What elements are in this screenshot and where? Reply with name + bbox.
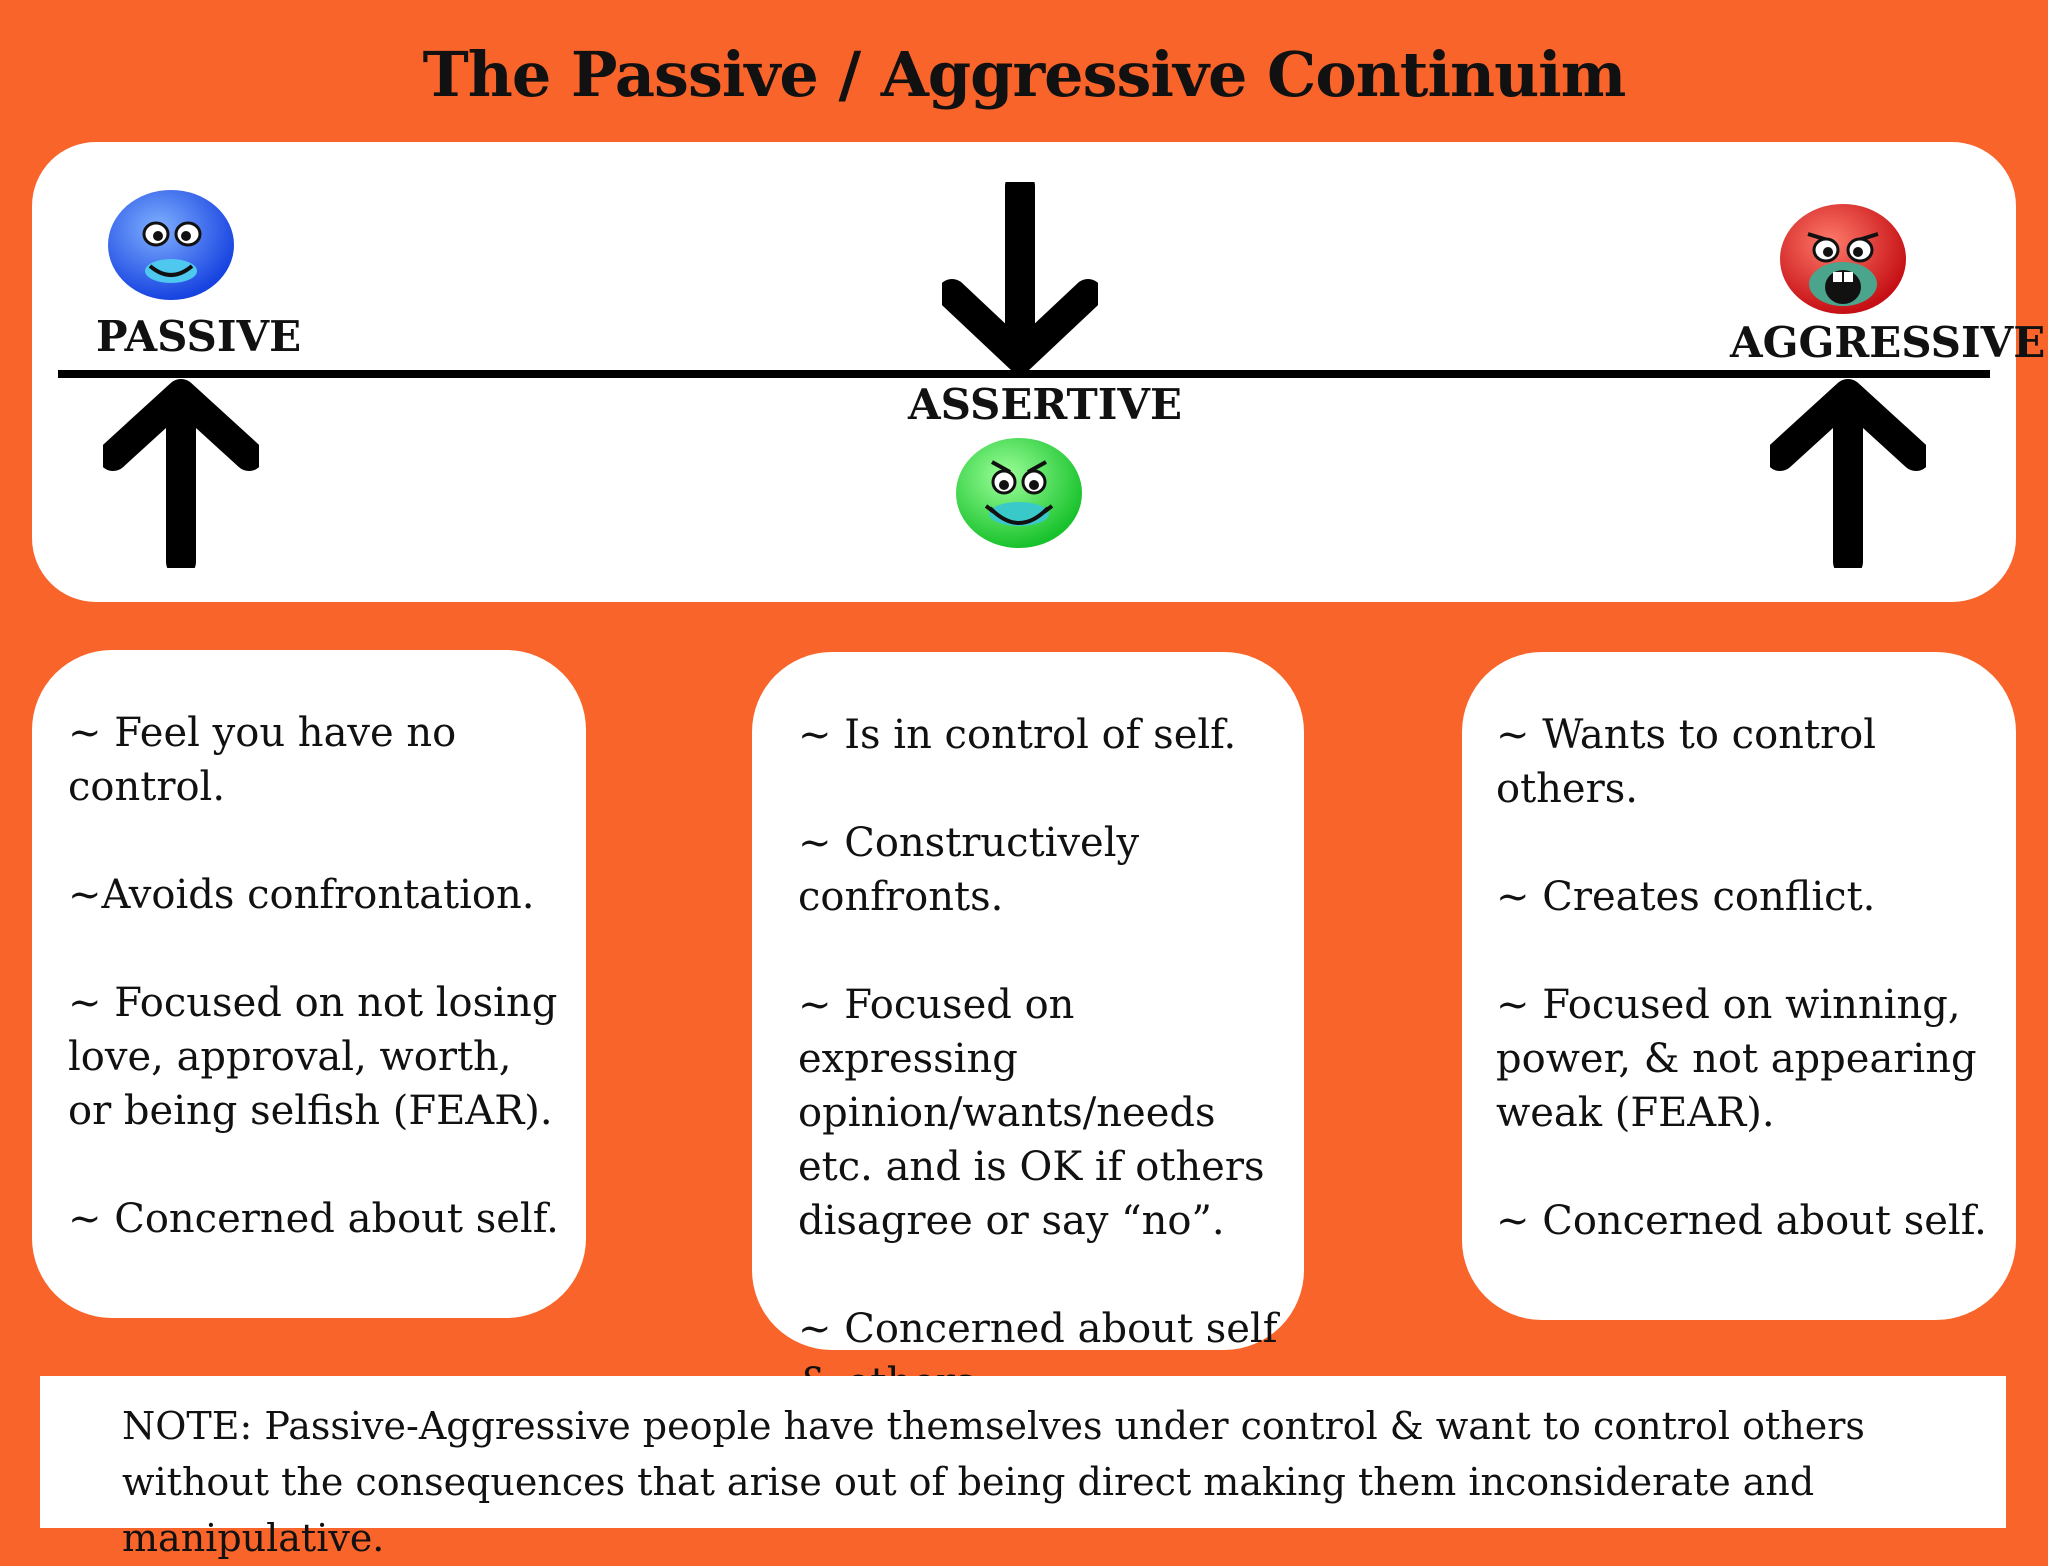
- passive-label: PASSIVE: [96, 312, 302, 361]
- list-item: ~ Constructively confronts.: [798, 820, 1140, 920]
- list-item: ~ Focused on winning, power, & not appea…: [1496, 982, 1977, 1136]
- passive-traits-list: ~ Feel you have no control. ~Avoids conf…: [68, 706, 566, 1246]
- list-item: ~ Wants to control others.: [1496, 712, 1876, 812]
- green-smiley-face-icon: [956, 438, 1082, 548]
- red-angry-face-icon: [1780, 204, 1906, 314]
- list-item: ~Avoids confrontation.: [68, 872, 535, 918]
- assertive-label: ASSERTIVE: [908, 380, 1183, 429]
- aggressive-label: AGGRESSIVE: [1730, 318, 2046, 367]
- assertive-traits-box: ~ Is in control of self. ~ Constructivel…: [752, 652, 1304, 1406]
- list-item: ~ Feel you have no control.: [68, 710, 457, 810]
- aggressive-traits-box: ~ Wants to control others. ~ Creates con…: [1462, 652, 2016, 1320]
- continuum-line: [58, 370, 1990, 378]
- passive-traits-box: ~ Feel you have no control. ~Avoids conf…: [32, 650, 586, 1318]
- blue-smiley-face-icon: [108, 190, 234, 300]
- list-item: ~ Is in control of self.: [798, 712, 1237, 758]
- list-item: ~ Focused on not losing love, approval, …: [68, 980, 558, 1134]
- arrow-up-passive-icon: [103, 379, 259, 568]
- list-item: ~ Concerned about self.: [1496, 1198, 1987, 1244]
- arrow-down-assertive-icon: [942, 182, 1098, 372]
- arrow-up-aggressive-icon: [1770, 379, 1926, 568]
- list-item: ~ Concerned about self.: [68, 1196, 559, 1242]
- page-title: The Passive / Aggressive Continuim: [422, 38, 1627, 111]
- assertive-traits-list: ~ Is in control of self. ~ Constructivel…: [798, 708, 1286, 1410]
- note-text: NOTE: Passive-Aggressive people have the…: [40, 1376, 2006, 1560]
- aggressive-traits-list: ~ Wants to control others. ~ Creates con…: [1496, 708, 2002, 1248]
- list-item: ~ Focused on expressing opinion/wants/ne…: [798, 982, 1265, 1244]
- list-item: ~ Creates conflict.: [1496, 874, 1876, 920]
